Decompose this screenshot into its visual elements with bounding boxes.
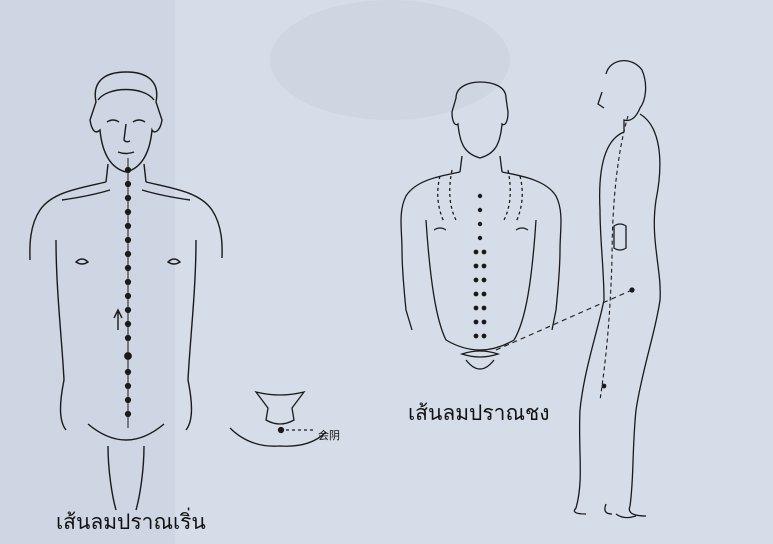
caption-chong-meridian: เส้นลมปราณชง <box>408 397 549 430</box>
perineum-point-label: 会阴 <box>318 427 340 443</box>
caption-ren-meridian: เส้นลมปราณเริ่น <box>56 506 206 539</box>
